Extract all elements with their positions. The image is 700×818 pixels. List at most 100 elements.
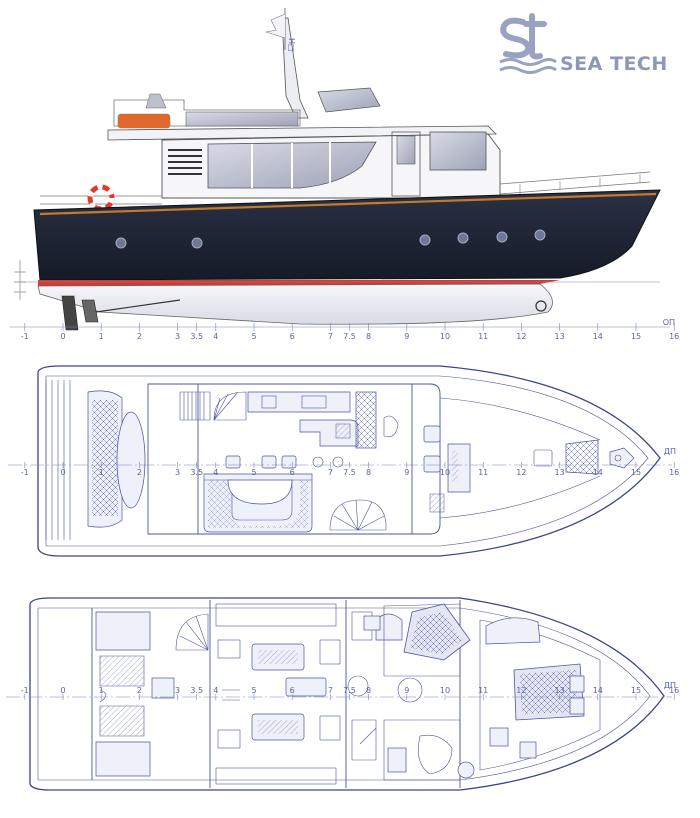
lower-station-tick-label: 12 xyxy=(516,686,526,695)
top-reference-label: ОП xyxy=(663,318,675,327)
deck-station-tick-label: 9 xyxy=(404,468,409,477)
lower-station-tick-label: 13 xyxy=(555,686,565,695)
profile-station-tick-label: 5 xyxy=(251,332,256,341)
deckhouse-walls xyxy=(147,383,441,535)
deck-station-tick-label: 15 xyxy=(631,468,641,477)
galley xyxy=(247,391,377,449)
deck-station-tick-label: 11 xyxy=(478,468,488,477)
superstructure xyxy=(40,131,651,205)
profile-station-tick-label: 1 xyxy=(99,332,104,341)
profile-station-tick-label: 12 xyxy=(516,332,526,341)
crew-table xyxy=(151,677,175,699)
brand-logo: SEA TECH xyxy=(499,13,668,75)
tender-dinghy xyxy=(117,113,171,129)
profile-station-tick-label: 0 xyxy=(60,332,65,341)
rudder xyxy=(61,295,79,331)
guest-cabin xyxy=(383,719,475,781)
fore-hatch xyxy=(533,449,553,467)
deck-station-tick-label: 7 xyxy=(328,468,333,477)
copilot-chair xyxy=(423,455,441,473)
swim-platform-steps xyxy=(45,380,71,540)
aft-stairs xyxy=(179,391,247,421)
brand-name: SEA TECH xyxy=(560,53,668,75)
profile-station-tick-label: 15 xyxy=(631,332,641,341)
profile-station-tick-label: 8 xyxy=(366,332,371,341)
propeller xyxy=(81,299,99,323)
cockpit-table xyxy=(116,411,146,509)
foredeck xyxy=(439,397,635,519)
lower-station-tick-label: 15 xyxy=(631,686,641,695)
lower-deck-outline xyxy=(29,597,665,791)
deck-station-tick-label: 1 xyxy=(99,468,104,477)
deck-station-tick-label: 7.5 xyxy=(343,468,356,477)
deck-station-tick-label: 12 xyxy=(516,468,526,477)
anchor-windlass xyxy=(609,447,635,469)
deck-station-tick-label: 3 xyxy=(175,468,180,477)
helm-chair xyxy=(423,425,441,443)
running-gear xyxy=(61,295,547,331)
profile-station-tick-label: 7 xyxy=(328,332,333,341)
deck-station-tick-label: 3.5 xyxy=(190,468,203,477)
wheelhouse-window xyxy=(429,131,487,171)
lower-station-tick-label: 10 xyxy=(440,686,450,695)
deck-station-tick-label: 13 xyxy=(555,468,565,477)
deck-station-tick-label: 6 xyxy=(290,468,295,477)
profile-station-tick-label: 2 xyxy=(137,332,142,341)
side-vents xyxy=(168,149,202,175)
vip-cabin xyxy=(363,603,471,703)
lower-station-tick-label: 5 xyxy=(251,686,256,695)
deck-station-tick-label: 10 xyxy=(440,468,450,477)
vip-washbasin xyxy=(397,677,423,703)
foredeck-sunpad xyxy=(565,439,599,475)
helm-console xyxy=(447,443,471,493)
flybridge xyxy=(107,87,497,141)
hull xyxy=(14,189,661,331)
sheer-stripe xyxy=(39,192,657,216)
generator xyxy=(285,677,327,697)
deck-station-tick-label: 14 xyxy=(593,468,603,477)
saloon-sofa xyxy=(203,473,313,533)
lower-station-tick-label: 7 xyxy=(328,686,333,695)
helm-settee xyxy=(355,391,377,449)
lower-aft-stairs xyxy=(175,613,209,651)
lower-station-tick-label: 8 xyxy=(366,686,371,695)
lower-station-tick-label: 14 xyxy=(593,686,603,695)
lower-station-tick-label: 0 xyxy=(60,686,65,695)
lower-station-tick-label: 6 xyxy=(290,686,295,695)
portholes xyxy=(115,229,546,249)
deck-station-tick-label: 16 xyxy=(669,468,679,477)
life-ring-icon xyxy=(87,184,115,212)
bow-thruster xyxy=(535,300,547,312)
profile-station-tick-label: 9 xyxy=(404,332,409,341)
mast-marking: H□ xyxy=(287,38,296,52)
deck-station-tick-label: 4 xyxy=(213,468,218,477)
lower-station-tick-label: 1 xyxy=(99,686,104,695)
profile-station-tick-label: 16 xyxy=(669,332,679,341)
main-deck-outline xyxy=(37,365,661,557)
profile-station-tick-label: 4 xyxy=(213,332,218,341)
deck-station-tick-label: 2 xyxy=(137,468,142,477)
forward-spiral-stairs xyxy=(329,499,387,531)
profile-station-tick-label: 14 xyxy=(593,332,603,341)
lower-station-tick-label: 3 xyxy=(175,686,180,695)
lower-station-tick-label: -1 xyxy=(21,686,29,695)
lobby xyxy=(347,611,403,761)
profile-station-tick-label: 11 xyxy=(478,332,488,341)
aft-crew-cabins xyxy=(95,611,175,777)
lower-station-tick-label: 3.5 xyxy=(190,686,203,695)
profile-station-tick-label: 6 xyxy=(290,332,295,341)
deck-station-tick-label: 8 xyxy=(366,468,371,477)
lower-station-tick-label: 9 xyxy=(404,686,409,695)
deck-station-tick-label: 5 xyxy=(251,468,256,477)
engine-room xyxy=(215,603,341,785)
main-deck-centerline-label: ДП xyxy=(664,447,676,456)
mast: H□ xyxy=(265,8,309,119)
lower-station-tick-label: 11 xyxy=(478,686,488,695)
profile-station-tick-label: 3 xyxy=(175,332,180,341)
deck-station-tick-label: 0 xyxy=(60,468,65,477)
